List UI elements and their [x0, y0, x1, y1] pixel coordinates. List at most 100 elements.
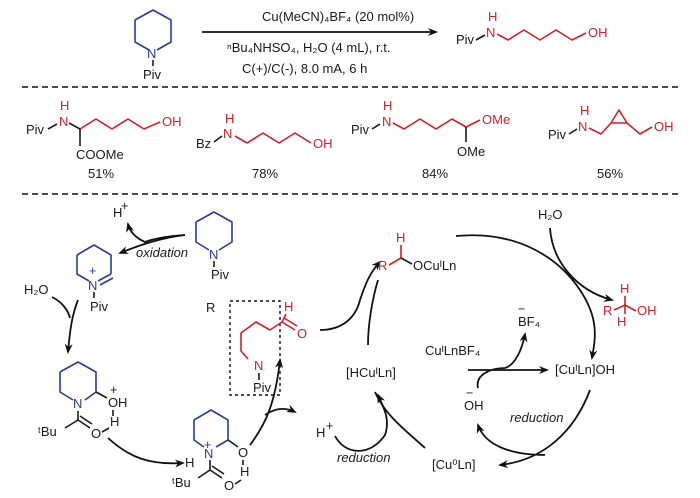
- svg-text:N: N: [486, 25, 495, 40]
- svg-text:OH: OH: [588, 25, 608, 40]
- bf4-release-arrow: [476, 332, 528, 389]
- svg-text:H: H: [185, 455, 194, 470]
- svg-text:H: H: [110, 414, 119, 429]
- conditions-electrolysis: C(+)/C(-), 8.0 mA, 6 h: [242, 61, 367, 76]
- hydration-arrow: [64, 299, 79, 354]
- tetrafluoroborate: BF₄: [518, 314, 540, 329]
- svg-text:H: H: [396, 230, 405, 245]
- substrate-piv: Piv: [143, 67, 162, 82]
- svg-text:Bz: Bz: [196, 136, 211, 151]
- hydroxide: OH: [464, 398, 484, 413]
- substrate-n: N: [147, 46, 156, 61]
- reduction-label-1: reduction: [337, 450, 390, 465]
- hydride-transfer-arrow: [367, 279, 379, 346]
- proton-arrow: [126, 222, 186, 243]
- svg-text:COOMe: COOMe: [76, 147, 124, 162]
- svg-text:−: −: [518, 302, 525, 316]
- svg-text:OH: OH: [654, 119, 674, 134]
- svg-text:+: +: [121, 199, 128, 213]
- svg-text:O: O: [91, 426, 101, 441]
- svg-text:OH: OH: [637, 303, 657, 318]
- mech-aldehyde: R H O N Piv: [206, 299, 307, 396]
- svg-text:H: H: [617, 314, 626, 329]
- svg-text:O: O: [238, 445, 248, 460]
- svg-text:N: N: [204, 446, 213, 461]
- conditions-additive: ⁿBu₄NHSO₄, H₂O (4 mL), r.t.: [227, 40, 390, 55]
- example-3: Piv H N OMe OMe 84%: [351, 98, 510, 181]
- mech-transition-state: + N H O H ᵗBu O: [172, 409, 249, 493]
- svg-text:+: +: [326, 419, 333, 433]
- water-join: [51, 296, 71, 319]
- svg-text:N: N: [578, 119, 587, 134]
- svg-text:N: N: [209, 247, 218, 262]
- cu0-complex: [Cu⁰Ln]: [432, 457, 476, 472]
- svg-text:R: R: [603, 303, 612, 318]
- svg-text:Piv: Piv: [26, 122, 45, 137]
- svg-text:ᵗBu: ᵗBu: [172, 475, 191, 490]
- svg-text:Piv: Piv: [253, 380, 272, 395]
- cycle-arrow-right: [455, 234, 598, 360]
- svg-text:OMe: OMe: [482, 112, 510, 127]
- svg-text:+: +: [110, 383, 117, 397]
- svg-text:N: N: [254, 358, 263, 373]
- example-4: Piv H N OH 56%: [548, 103, 674, 181]
- svg-text:O: O: [108, 395, 118, 410]
- substrate-piperidine: N Piv: [134, 9, 172, 82]
- hydrolysis-arrow: [549, 227, 614, 302]
- proton-2: H: [316, 425, 325, 440]
- mech-alkoxide: R H OCuᴵLn: [378, 230, 456, 273]
- svg-text:ᵗBu: ᵗBu: [38, 424, 57, 439]
- product-piv: Piv: [456, 32, 475, 47]
- svg-text:Piv: Piv: [90, 299, 109, 314]
- yield-3: 84%: [422, 166, 448, 181]
- svg-text:R: R: [378, 258, 387, 273]
- svg-text:Piv: Piv: [548, 127, 567, 142]
- svg-text:Piv: Piv: [351, 122, 370, 137]
- mech-hemiaminal: N + O H H ᵗBu O: [38, 361, 127, 441]
- svg-text:OH: OH: [162, 114, 182, 129]
- mech-iminium: + N Piv: [76, 244, 114, 314]
- reduction-1-arrow: [334, 393, 388, 452]
- cu0-to-hydride: [374, 391, 426, 449]
- svg-text:H: H: [488, 9, 497, 24]
- svg-text:+: +: [89, 264, 96, 278]
- svg-text:H: H: [60, 98, 69, 113]
- ring-bonds: [134, 9, 172, 51]
- conditions-catalyst: Cu(MeCN)₄BF₄ (20 mol%): [262, 9, 414, 24]
- svg-text:−: −: [466, 386, 473, 400]
- svg-text:Piv: Piv: [211, 267, 230, 282]
- mech-piperidine: N Piv: [195, 211, 233, 282]
- svg-text:H: H: [580, 103, 589, 118]
- svg-text:H: H: [383, 98, 392, 113]
- yield-1: 51%: [88, 166, 114, 181]
- proton-released: H: [113, 205, 122, 220]
- svg-text:R: R: [206, 300, 215, 315]
- svg-text:OMe: OMe: [457, 144, 485, 159]
- yield-2: 78%: [252, 166, 278, 181]
- svg-text:OCuᴵLn: OCuᴵLn: [413, 258, 456, 273]
- hydride-complex: [HCuᴵLn]: [346, 365, 396, 380]
- example-2: Bz H N OH 78%: [196, 111, 333, 181]
- reduction-label-2: reduction: [510, 410, 563, 425]
- to-alkoxide-arrow: [319, 260, 382, 331]
- svg-text:+: +: [204, 438, 211, 452]
- svg-text:N: N: [88, 278, 97, 293]
- oxidation-label: oxidation: [136, 245, 188, 260]
- svg-text:H: H: [620, 281, 629, 296]
- dashed-box: [229, 300, 281, 396]
- cu-bf4-complex: CuᴵLnBF₄: [425, 343, 480, 358]
- svg-text:OH: OH: [313, 136, 333, 151]
- hydroxide-release-arrow: [476, 423, 546, 456]
- svg-text:H: H: [240, 464, 249, 479]
- svg-text:O: O: [224, 478, 234, 493]
- water-1: H₂O: [24, 282, 49, 297]
- yield-4: 56%: [597, 166, 623, 181]
- example-1: Piv H N OH COOMe 51%: [26, 98, 182, 181]
- water-2: H₂O: [538, 207, 563, 222]
- svg-text:N: N: [59, 114, 68, 129]
- svg-text:H: H: [118, 395, 127, 410]
- svg-text:H: H: [225, 111, 234, 126]
- reduction-2-arrow: [498, 389, 591, 469]
- product-aminoalcohol: Piv H N OH: [456, 9, 608, 47]
